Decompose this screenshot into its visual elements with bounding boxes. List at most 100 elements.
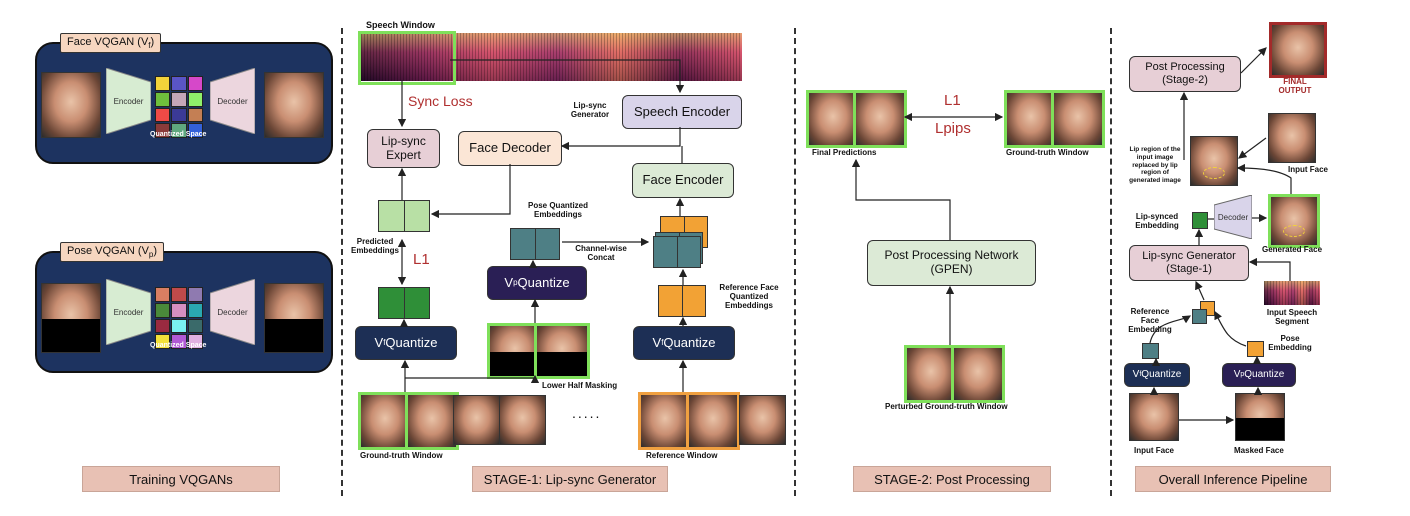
ref-window-face-3 [739,395,786,445]
face-codebook-cell [155,107,171,123]
pose-encoder-label: Encoder [113,308,144,317]
pose-codebook-cell [171,334,187,349]
stage4-decoder-shape [1214,195,1252,239]
pose-codebook-cell [187,318,203,334]
stage1-l1-label: L1 [413,251,430,268]
face-codebook-cell [155,123,171,138]
face-codebook-cell [171,76,187,91]
predicted-embedding [378,200,430,232]
pose-codebook-cell [155,318,171,334]
concat-teal-embedding [1192,309,1207,324]
lipsynced-embedding [1192,212,1208,229]
input-speech-label: Input Speech Segment [1266,308,1318,326]
sync-loss-label: Sync Loss [408,93,473,109]
lipsync-generator-stage1-block: Lip-sync Generator (Stage-1) [1129,245,1249,281]
generated-face [1268,194,1320,248]
gt-window-face-1 [358,392,412,450]
lipsync-expert-block: Lip-sync Expert [367,129,440,168]
ref-window-label: Reference Window [646,451,718,460]
ref-face-quantized-label: Reference Face Quantized Embeddings [719,283,779,310]
face-codebook-cell [171,107,187,123]
lower-half-masking-label: Lower Half Masking [542,381,618,390]
channel-concat-label: Channel-wise Concat [575,244,627,262]
gt-window-face-2 [405,392,459,450]
face-decoder-label: Decoder [217,97,248,106]
pose-codebook-cell [155,334,171,349]
pose-codebook-cell [187,287,203,302]
face-codebook-cell [171,91,187,107]
gt-window-face-4 [499,395,546,445]
face-output-image [264,72,324,138]
pose-quantized-embedding [510,228,560,260]
pose-decoder-label: Decoder [217,308,248,317]
final-predictions-label: Final Predictions [812,148,877,157]
footer-stage2: STAGE-2: Post Processing [853,466,1051,492]
speech-window-label: Speech Window [366,20,435,30]
lip-region-label: Lip region of the input image replaced b… [1129,146,1181,185]
pose-codebook-cell [187,302,203,318]
perturbed-face-1 [904,345,958,403]
gt-window-face-3 [453,395,500,445]
input-face-bottom-label: Input Face [1134,446,1175,455]
lipsynced-embedding-label: Lip-synced Embedding [1135,212,1179,230]
lip-replaced-face [1190,136,1238,186]
face-codebook-cell [155,76,171,91]
predicted-embeddings-label: Predicted Embeddings [350,237,399,255]
pose-codebook-cell [171,302,187,318]
pose-quantized-space-label: Quantized Space [150,342,207,349]
input-face-top [1268,113,1316,163]
separator-3 [1110,28,1112,496]
face-codebook-cell [187,107,203,123]
speech-window-highlight [358,31,456,85]
lipsync-generator-label: Lip-sync Generator [570,101,610,119]
footer-inference: Overall Inference Pipeline [1135,466,1331,492]
face-codebook-cell [187,123,203,138]
pose-codebook-grid [155,287,203,349]
face-codebook-cell [155,91,171,107]
masked-face-1 [487,323,543,379]
masked-face-label: Masked Face [1234,446,1284,455]
face-encoder-label: Encoder [113,97,144,106]
stage4-decoder-label: Decoder [1217,213,1249,222]
face-input-image [41,72,101,138]
post-processing-network-block: Post Processing Network (GPEN) [867,240,1036,286]
masked-face-2 [534,323,590,379]
pose-decoder-shape [210,279,255,345]
ref-face-embedding [1142,343,1159,359]
window-ellipsis: ..... [572,405,602,421]
face-quantized-space-label: Quantized Space [150,131,207,138]
post-processing-stage2-block: Post Processing (Stage-2) [1129,56,1241,92]
pose-codebook-cell [155,287,171,302]
final-pred-face-2 [853,90,907,148]
pose-output-image [264,283,324,353]
ref-window-face-1 [638,392,692,450]
face-codebook-cell [187,76,203,91]
input-speech-spectrogram [1264,281,1320,305]
footer-training-vqgans: Training VQGANs [82,466,280,492]
pose-codebook-cell [171,318,187,334]
generated-face-label: Generated Face [1262,245,1323,254]
stage2-gt-face-1 [1004,90,1058,148]
pose-codebook-cell [155,302,171,318]
face-vqgan-tag: Face VQGAN (Vf) [60,33,162,54]
ref-window-face-2 [686,392,740,450]
pose-encoder-shape [106,279,151,345]
footer-stage1: STAGE-1: Lip-sync Generator [472,466,668,492]
stage2-l1-label: L1 [944,92,961,109]
ref-face-embedding-label: Reference Face Embedding [1128,307,1172,334]
pose-input-image [41,283,101,353]
stage2-gt-window-label: Ground-truth Window [1006,148,1089,157]
stage2-gt-face-2 [1051,90,1105,148]
pose-quantized-label: Pose Quantized Embeddings [527,201,588,219]
gt-quantized-embedding [378,287,430,319]
face-codebook-grid [155,76,203,138]
speech-encoder-block: Speech Encoder [622,95,742,129]
pose-embedding-label: Pose Embedding [1268,334,1312,352]
perturbed-face-2 [951,345,1005,403]
pose-codebook-cell [187,334,203,349]
